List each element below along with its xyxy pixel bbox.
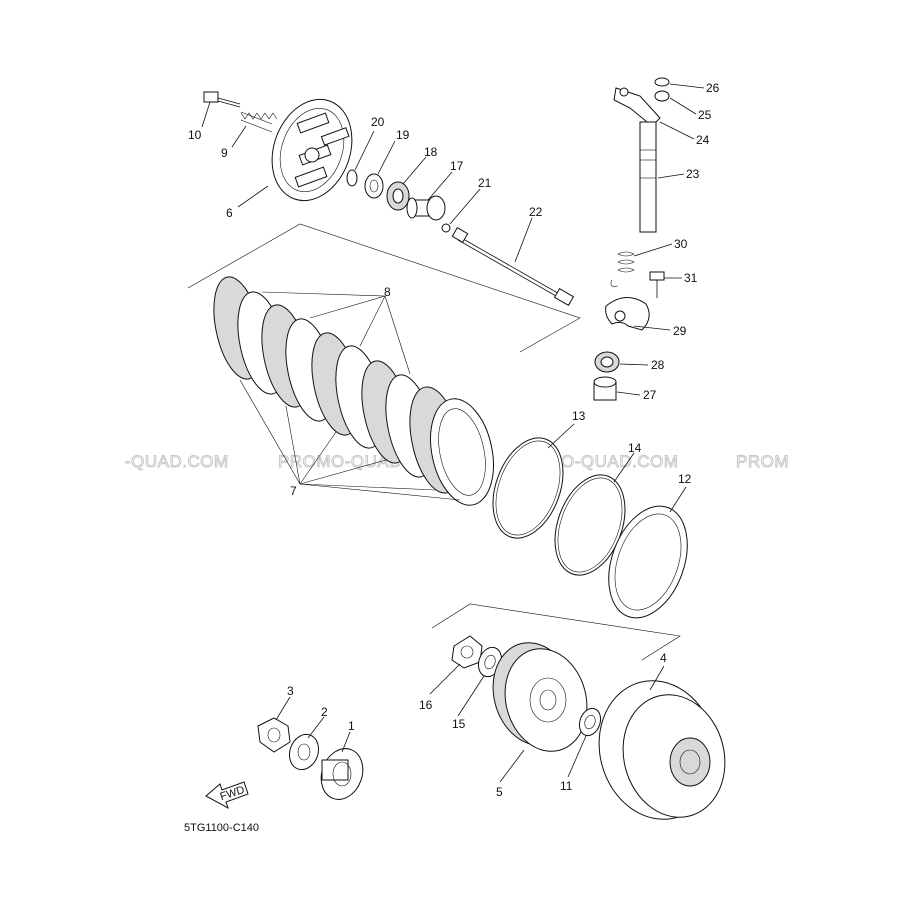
lock-washer-part-2 (288, 733, 320, 771)
callout-23: 23 (686, 167, 700, 181)
callout-5: 5 (496, 785, 503, 799)
collar-part-27 (593, 376, 617, 401)
callout-20: 20 (371, 115, 385, 129)
watermark-1: -QUAD.COM (125, 452, 229, 471)
push-rod-part-22 (451, 226, 575, 307)
leader-lines (201, 83, 705, 783)
washer-part-11 (578, 707, 602, 737)
push-rod-piece-part-17 (406, 195, 446, 221)
washer-part-25 (654, 90, 670, 102)
clutch-housing-part-4 (598, 680, 726, 820)
callout-28: 28 (651, 358, 665, 372)
callout-10: 10 (188, 128, 202, 142)
callout-12: 12 (678, 472, 692, 486)
fwd-arrow-icon: FWD (205, 781, 249, 810)
callout-19: 19 (396, 128, 410, 142)
callout-25: 25 (698, 108, 712, 122)
callout-18: 18 (424, 145, 438, 159)
nut-part-3 (257, 717, 291, 753)
callout-1: 1 (348, 719, 355, 733)
callout-22: 22 (529, 205, 543, 219)
callout-26: 26 (706, 81, 720, 95)
callout-2: 2 (321, 705, 328, 719)
callout-24: 24 (696, 133, 710, 147)
callout-11: 11 (560, 779, 573, 793)
callout-31: 31 (684, 271, 698, 285)
callout-labels: 1 2 3 4 5 6 7 8 9 10 11 12 13 14 15 16 1… (188, 81, 720, 799)
bolt-part-10 (203, 91, 241, 108)
callout-8: 8 (384, 285, 391, 299)
callout-6: 6 (226, 206, 233, 220)
callout-15: 15 (452, 717, 466, 731)
bolt-part-31 (649, 271, 665, 298)
callout-4: 4 (660, 651, 667, 665)
leader-fan-7 (239, 379, 461, 501)
gear-part-1 (320, 748, 364, 800)
shaft-part-23 (639, 121, 657, 233)
spring-part-30 (610, 251, 635, 287)
callout-29: 29 (673, 324, 687, 338)
washer-part-19 (364, 173, 384, 199)
callout-3: 3 (287, 684, 294, 698)
callout-17: 17 (450, 159, 464, 173)
watermark-4: PROM (736, 452, 789, 471)
friction-plate-part-12 (608, 505, 688, 619)
callout-13: 13 (572, 409, 586, 423)
fwd-label: FWD (219, 784, 247, 803)
callout-30: 30 (674, 237, 688, 251)
o-ring-part-13 (492, 437, 564, 539)
callout-7: 7 (290, 484, 297, 498)
pressure-plate-part-6 (271, 98, 353, 202)
clutch-plate-bracket (187, 223, 581, 353)
drawing-code: 5TG1100-C140 (184, 822, 259, 834)
lever-part-24 (613, 87, 661, 127)
callout-27: 27 (643, 388, 657, 402)
callout-16: 16 (419, 698, 433, 712)
bearing-part-28 (594, 351, 620, 373)
nut-part-16 (451, 635, 483, 669)
clutch-plate-stack-parts-7-8 (213, 276, 494, 506)
circlip-part-26 (654, 77, 670, 87)
washer-part-20 (346, 169, 358, 187)
stopper-lever-part-29 (605, 297, 650, 331)
callout-9: 9 (221, 146, 228, 160)
ball-part-21 (441, 223, 451, 233)
leader-fan-8 (261, 291, 411, 375)
clutch-boss-bracket (431, 603, 681, 661)
callout-14: 14 (628, 441, 642, 455)
spring-part-9 (240, 111, 278, 133)
callout-21: 21 (478, 176, 492, 190)
bearing-part-18 (386, 181, 410, 211)
clutch-boss-part-5 (492, 642, 588, 752)
